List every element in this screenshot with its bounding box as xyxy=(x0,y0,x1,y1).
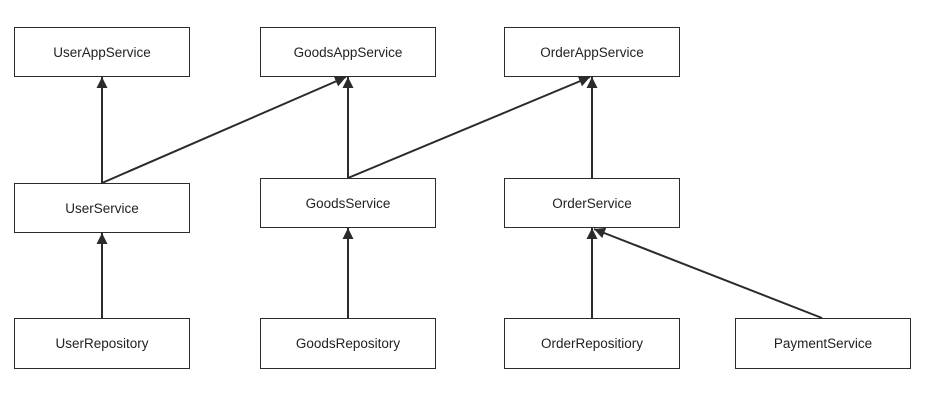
goods-service-node: GoodsService xyxy=(260,178,436,228)
user-repository-node: UserRepository xyxy=(14,318,190,369)
order-app-service-label: OrderAppService xyxy=(540,44,644,60)
order-app-service-node: OrderAppService xyxy=(504,27,680,77)
payment-service-label: PaymentService xyxy=(773,336,873,351)
order-repository-label: OrderRepositiory xyxy=(540,336,644,351)
order-service-label: OrderService xyxy=(552,195,632,211)
user-app-service-node: UserAppService xyxy=(14,27,190,77)
edge-payment-service-to-order-service xyxy=(593,227,823,319)
edge-user-service-to-goods-app-service xyxy=(101,76,347,184)
goods-app-service-node: GoodsAppService xyxy=(260,27,436,77)
user-app-service-label: UserAppService xyxy=(53,44,151,60)
user-repository-label: UserRepository xyxy=(55,336,149,351)
payment-service-node: PaymentService xyxy=(735,318,911,369)
user-service-label: UserService xyxy=(65,200,139,216)
order-service-node: OrderService xyxy=(504,178,680,228)
user-service-node: UserService xyxy=(14,183,190,233)
order-repository-node: OrderRepositiory xyxy=(504,318,680,369)
edge-goods-service-to-order-app-service xyxy=(347,76,591,179)
goods-service-label: GoodsService xyxy=(305,195,391,211)
goods-repository-node: GoodsRepository xyxy=(260,318,436,369)
goods-repository-label: GoodsRepository xyxy=(295,336,401,351)
goods-app-service-label: GoodsAppService xyxy=(293,44,403,60)
